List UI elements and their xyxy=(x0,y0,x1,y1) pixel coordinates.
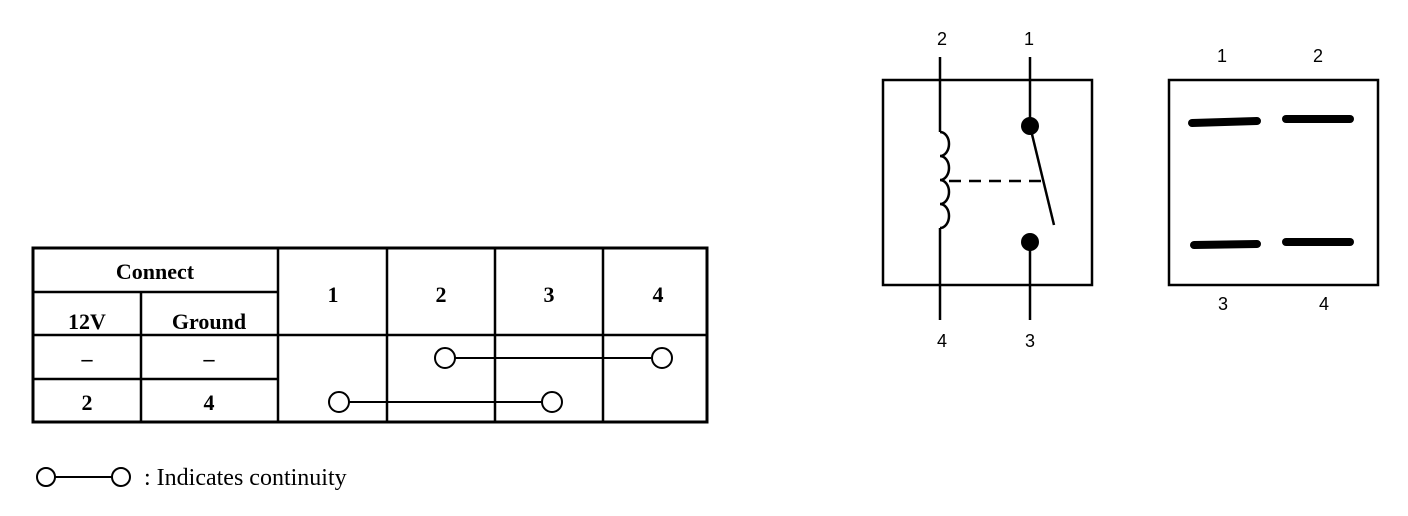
row1-continuity-2-4 xyxy=(434,347,673,369)
schematic-label-bottom-left: 4 xyxy=(937,331,947,351)
row2-12v: 2 xyxy=(82,390,93,415)
terminal-3-header: 3 xyxy=(544,282,555,307)
contact-1-dot xyxy=(1021,117,1039,135)
schematic-label-top-left: 2 xyxy=(937,29,947,49)
terminal-2-header: 2 xyxy=(436,282,447,307)
connect-header: Connect xyxy=(116,259,195,284)
12v-header: 12V xyxy=(68,309,106,334)
pinout-label-3: 3 xyxy=(1218,294,1228,314)
pin-3 xyxy=(1190,240,1261,249)
schematic-label-bottom-right: 3 xyxy=(1025,331,1035,351)
contact-3-dot xyxy=(1021,233,1039,251)
pinout-label-4: 4 xyxy=(1319,294,1329,314)
row2-ground: 4 xyxy=(204,390,215,415)
continuity-legend-symbol xyxy=(36,467,131,487)
row1-ground: – xyxy=(203,346,216,371)
terminal-1-header: 1 xyxy=(328,282,339,307)
schematic-label-top-right: 1 xyxy=(1024,29,1034,49)
terminal-4-header: 4 xyxy=(653,282,664,307)
row1-12v: – xyxy=(81,346,94,371)
legend-text: : Indicates continuity xyxy=(144,465,347,491)
pin-1 xyxy=(1188,117,1261,127)
ground-header: Ground xyxy=(172,309,246,334)
pinout-label-2: 2 xyxy=(1313,46,1323,66)
row2-continuity-1-3 xyxy=(328,391,563,413)
relay-schematic xyxy=(881,57,1094,320)
coil-icon xyxy=(939,130,951,230)
relay-pinout xyxy=(1167,78,1380,287)
switch-arm xyxy=(1028,125,1056,226)
relay-pins xyxy=(1188,115,1354,249)
pinout-label-1: 1 xyxy=(1217,46,1227,66)
continuity-table xyxy=(31,246,709,424)
